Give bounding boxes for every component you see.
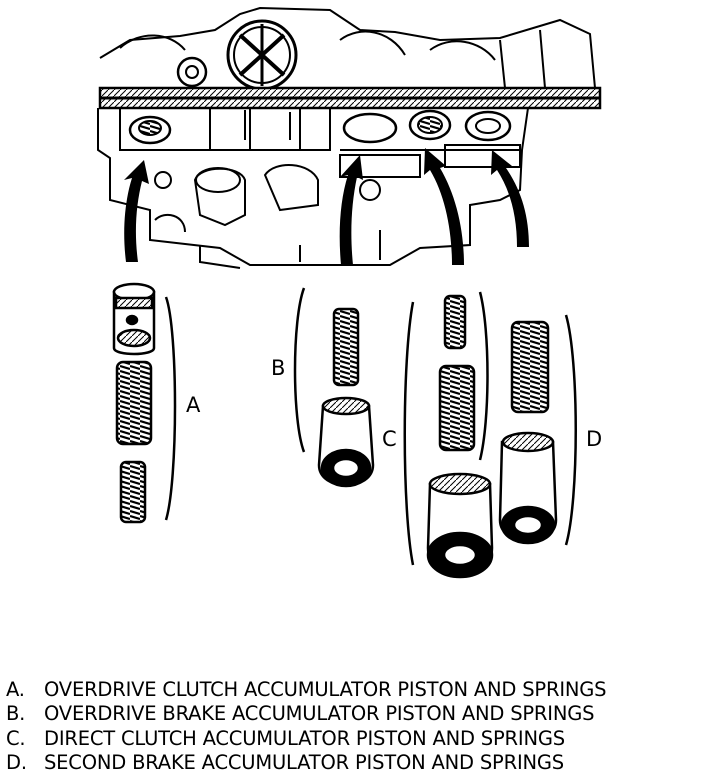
spring-c-large: [438, 364, 476, 452]
callout-d: D: [586, 427, 603, 451]
legend-item-a: A. OVERDRIVE CLUTCH ACCUMULATOR PISTON A…: [6, 677, 607, 702]
arrow-b: [339, 155, 363, 265]
group-d-parts: [498, 320, 558, 545]
group-a-parts: [112, 282, 156, 524]
pointer-arrows: [124, 148, 529, 265]
legend-item-d: D. SECOND BRAKE ACCUMULATOR PISTON AND S…: [6, 751, 606, 776]
arrow-c: [424, 148, 464, 265]
spring-c-small: [443, 294, 467, 350]
spring-d: [510, 320, 550, 414]
legend-item-b: B. OVERDRIVE BRAKE ACCUMULATOR PISTON AN…: [6, 702, 606, 727]
bracket-b: [293, 287, 306, 453]
group-b-parts: [332, 307, 360, 387]
callout-b: B: [271, 356, 286, 380]
bracket-d: [564, 314, 577, 546]
legend-key: D.: [6, 751, 27, 775]
exploded-view-diagram: [97, 6, 602, 579]
legend-item-c: C. DIRECT CLUTCH ACCUMULATOR PISTON AND …: [6, 726, 606, 751]
bracket-a: [164, 296, 177, 521]
legend-text: SECOND BRAKE ACCUMULATOR PISTON AND SPRI…: [44, 751, 564, 775]
valve-body: [97, 6, 602, 269]
arrow-a: [124, 160, 149, 262]
arrow-d: [491, 150, 529, 247]
legend-text: OVERDRIVE CLUTCH ACCUMULATOR PISTON AND …: [44, 677, 607, 701]
legend-key: A.: [6, 677, 25, 701]
spring-a-small: [119, 460, 147, 524]
spring-b: [332, 307, 360, 387]
legend-text: DIRECT CLUTCH ACCUMULATOR PISTON AND SPR…: [44, 726, 565, 750]
legend-key: B.: [6, 702, 26, 726]
callout-c: C: [382, 427, 397, 451]
bracket-c-left: [403, 301, 415, 566]
callout-a: A: [186, 393, 201, 417]
group-c-parts: [317, 294, 494, 579]
spring-a-large: [115, 360, 153, 446]
bracket-c-right: [478, 291, 489, 461]
grouping-brackets: [164, 287, 577, 566]
legend: A. OVERDRIVE CLUTCH ACCUMULATOR PISTON A…: [6, 677, 607, 776]
legend-key: C.: [6, 726, 26, 750]
legend-text: OVERDRIVE BRAKE ACCUMULATOR PISTON AND S…: [44, 702, 595, 726]
